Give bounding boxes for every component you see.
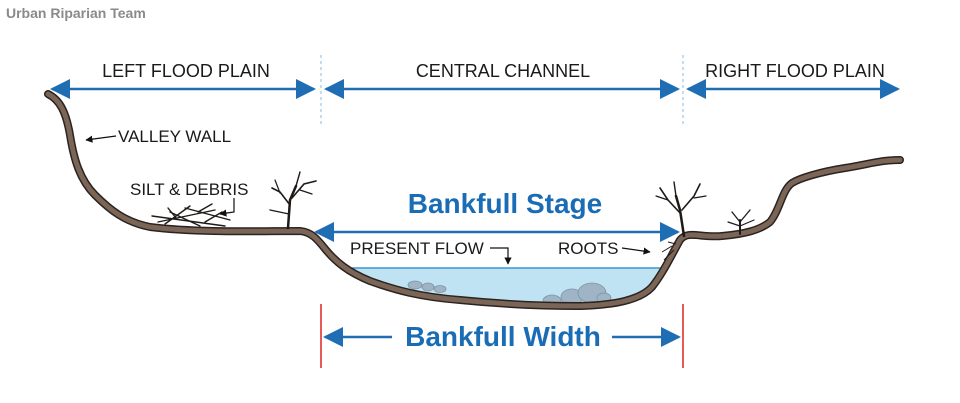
debris-pile [151, 203, 231, 227]
present-flow-label: PRESENT FLOW [350, 239, 484, 258]
left-flood-plain-label: LEFT FLOOD PLAIN [102, 61, 270, 81]
right-flood-plain-label: RIGHT FLOOD PLAIN [705, 61, 885, 81]
present-flow-pointer [490, 247, 512, 265]
tree-right-bank [655, 181, 707, 238]
bankfull-stage-label: Bankfull Stage [408, 188, 602, 219]
central-channel-label: CENTRAL CHANNEL [416, 61, 590, 81]
valley-wall-label: VALLEY WALL [118, 127, 231, 146]
silt-debris-pointer [219, 198, 235, 217]
ground-profile-fill [45, 91, 903, 309]
silt-debris-label: SILT & DEBRIS [130, 180, 248, 199]
credit-text: Urban Riparian Team [6, 5, 146, 21]
valley-wall-pointer [85, 135, 117, 143]
roots-pointer [621, 247, 651, 255]
shrub-right [727, 209, 755, 235]
tree-left [269, 171, 317, 230]
roots-label: ROOTS [558, 239, 618, 258]
roots [661, 241, 677, 261]
bankfull-width-label: Bankfull Width [405, 321, 601, 352]
